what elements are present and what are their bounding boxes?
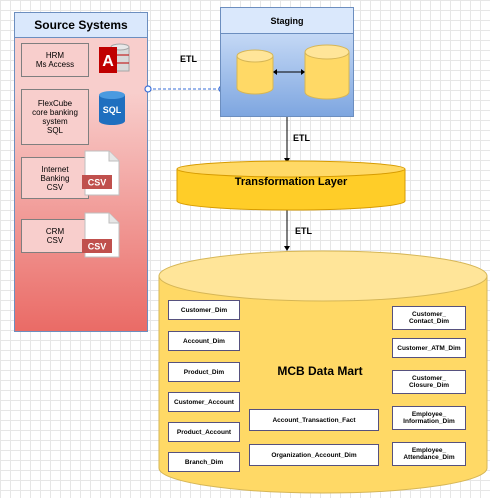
access-icon: A — [99, 43, 130, 73]
dim-customer-account[interactable]: Customer_Account — [168, 392, 240, 412]
database-icon — [304, 44, 350, 100]
csv-icon-text-1: CSV — [88, 178, 107, 188]
source-hrm-label-2: Ms Access — [35, 60, 75, 69]
etl-label-2: ETL — [293, 133, 310, 143]
arrowhead-icon — [284, 246, 290, 251]
source-systems-container: Source Systems HRM Ms Access A FlexCube … — [14, 12, 148, 332]
arrowhead-icon — [284, 158, 290, 163]
source-hrm-label-1: HRM — [45, 51, 65, 60]
dim-employee-attendance[interactable]: Employee_Attendance_Dim — [392, 442, 466, 466]
source-ib-label-3: CSV — [46, 182, 64, 192]
source-crm-label-1: CRM — [45, 227, 65, 236]
source-ib-label-2: Banking — [40, 173, 70, 183]
sql-icon-text: SQL — [103, 105, 122, 115]
csv-file-icon: CSV — [82, 150, 120, 196]
dim-customer[interactable]: Customer_Dim — [168, 300, 240, 320]
staging-databases — [236, 44, 350, 100]
source-hrm-box[interactable]: HRM Ms Access — [21, 43, 89, 77]
svg-text:A: A — [102, 53, 114, 70]
dim-product[interactable]: Product_Dim — [168, 362, 240, 382]
fact-account-transaction[interactable]: Account_Transaction_Fact — [249, 409, 379, 431]
etl-label-1: ETL — [180, 54, 197, 64]
arrowhead-icon — [273, 69, 277, 75]
source-flexcube-box[interactable]: FlexCube core banking system SQL — [21, 89, 89, 145]
source-crm-label-2: CSV — [46, 236, 64, 245]
dim-organization-account[interactable]: Organization_Account_Dim — [249, 444, 379, 466]
dim-product-account[interactable]: Product_Account — [168, 422, 240, 442]
dim-account[interactable]: Account_Dim — [168, 331, 240, 351]
source-flexcube-label-3: system — [42, 117, 68, 126]
arrowhead-icon — [301, 69, 305, 75]
csv-file-icon: CSV — [82, 212, 120, 258]
dim-customer-closure[interactable]: Customer_Closure_Dim — [392, 370, 466, 394]
dim-employee-information[interactable]: Employee_Information_Dim — [392, 406, 466, 430]
source-flexcube-label-1: FlexCube — [37, 99, 73, 108]
staging-container[interactable]: Staging — [220, 7, 354, 117]
source-flexcube-label-4: SQL — [46, 126, 63, 135]
data-mart-cylinder[interactable] — [158, 250, 488, 495]
dim-branch[interactable]: Branch_Dim — [168, 452, 240, 472]
csv-icon-text-2: CSV — [88, 242, 107, 252]
transformation-layer[interactable] — [176, 160, 406, 212]
source-flexcube-label-2: core banking — [32, 108, 78, 117]
data-mart-title: MCB Data Mart — [277, 364, 363, 378]
source-ib-label-1: Internet — [41, 164, 69, 174]
database-icon — [236, 49, 274, 95]
dim-customer-atm[interactable]: Customer_ATM_Dim — [392, 338, 466, 358]
source-crm-box[interactable]: CRM CSV — [21, 219, 89, 253]
source-internet-banking-box[interactable]: Internet Banking CSV — [21, 157, 89, 199]
sql-database-icon: SQL — [99, 91, 125, 125]
etl-label-3: ETL — [295, 226, 312, 236]
connector-handle-start[interactable] — [144, 85, 152, 93]
dim-customer-contact[interactable]: Customer_Contact_Dim — [392, 306, 466, 330]
source-systems-title: Source Systems — [15, 13, 147, 38]
transformation-title: Transformation Layer — [234, 176, 348, 188]
staging-title: Staging — [221, 8, 353, 34]
